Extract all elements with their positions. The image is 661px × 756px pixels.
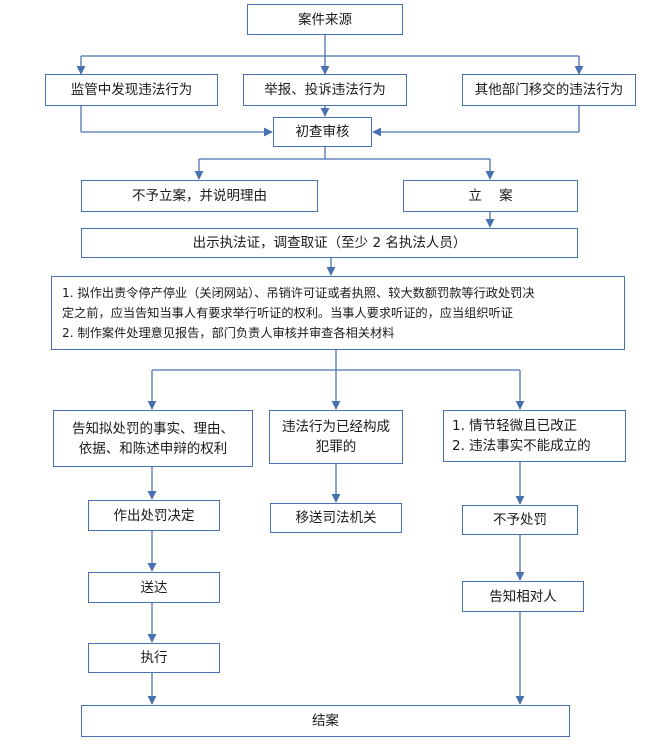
crime-line-1: 违法行为已经构成 xyxy=(282,419,390,435)
hearing-line-3: 2. 制作案件处理意见报告，部门负责人审核并审查各相关材料 xyxy=(62,326,395,340)
node-execution-label: 执行 xyxy=(140,650,168,666)
minor-line-1: 1. 情节轻微且已改正 xyxy=(452,418,578,434)
node-transferred-violation-label: 其他部门移交的违法行为 xyxy=(474,82,624,98)
node-crime-constituted: 违法行为已经构成 犯罪的 xyxy=(269,410,403,464)
node-hearing-rights: 1. 拟作出责令停产停业（关闭网站）、吊销许可证或者执照、较大数额罚款等行政处罚… xyxy=(51,276,625,350)
node-penalty-decision-label: 作出处罚决定 xyxy=(113,507,195,524)
node-no-penalty-label: 不予处罚 xyxy=(493,512,547,528)
node-case-source-label: 案件来源 xyxy=(298,11,352,28)
node-report-complaint: 举报、投诉违法行为 xyxy=(243,74,407,106)
node-inform-party-label: 告知相对人 xyxy=(489,588,557,605)
node-discovered-violation: 监管中发现违法行为 xyxy=(45,74,218,106)
node-judicial-transfer: 移送司法机关 xyxy=(270,503,402,533)
notify-line-2: 依据、和陈述申辩的权利 xyxy=(78,440,228,457)
node-case-filed-label: 立 案 xyxy=(468,188,513,204)
hearing-line-2: 定之前，应当告知当事人有要求举行听证的权利。当事人要求听证的，应当组织听证 xyxy=(62,306,513,320)
node-inform-party: 告知相对人 xyxy=(462,581,584,612)
node-initial-review: 初查审核 xyxy=(273,117,372,147)
node-case-closed: 结案 xyxy=(81,705,570,737)
node-initial-review-label: 初查审核 xyxy=(295,124,350,140)
minor-line-2: 2. 违法事实不能成立的 xyxy=(452,438,591,454)
notify-line-1: 告知拟处罚的事实、理由、 xyxy=(72,420,234,437)
hearing-line-1: 1. 拟作出责令停产停业（关闭网站）、吊销许可证或者执照、较大数额罚款等行政处罚… xyxy=(62,286,535,300)
node-penalty-decision: 作出处罚决定 xyxy=(88,500,220,531)
node-minor-circumstances: 1. 情节轻微且已改正 2. 违法事实不能成立的 xyxy=(443,410,626,462)
node-discovered-violation-label: 监管中发现违法行为 xyxy=(70,82,193,98)
node-execution: 执行 xyxy=(88,643,220,673)
node-investigation-label: 出示执法证，调查取证（至少 2 名执法人员） xyxy=(192,235,467,251)
node-investigation: 出示执法证，调查取证（至少 2 名执法人员） xyxy=(81,228,578,258)
crime-line-2: 犯罪的 xyxy=(315,439,357,455)
node-report-complaint-label: 举报、投诉违法行为 xyxy=(264,82,386,98)
node-case-source: 案件来源 xyxy=(247,4,403,35)
node-no-penalty: 不予处罚 xyxy=(462,505,578,535)
node-judicial-transfer-label: 移送司法机关 xyxy=(295,510,377,526)
node-notify-rights: 告知拟处罚的事实、理由、 依据、和陈述申辩的权利 xyxy=(53,410,253,467)
node-no-case-filing-label: 不予立案，并说明理由 xyxy=(132,188,267,204)
node-case-filed: 立 案 xyxy=(403,180,578,212)
node-transferred-violation: 其他部门移交的违法行为 xyxy=(462,74,636,106)
node-service: 送达 xyxy=(88,572,220,603)
node-no-case-filing: 不予立案，并说明理由 xyxy=(81,180,318,212)
node-service-label: 送达 xyxy=(140,579,168,596)
node-case-closed-label: 结案 xyxy=(312,713,339,729)
